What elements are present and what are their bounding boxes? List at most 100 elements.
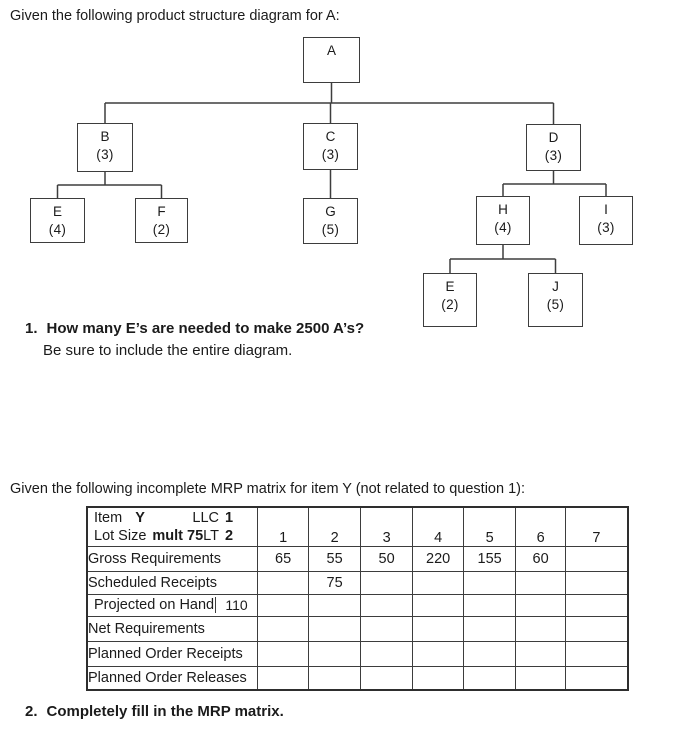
intro-product-structure: Given the following product structure di… <box>10 8 340 24</box>
node-label: J <box>552 279 559 294</box>
node-label: E <box>52 204 62 219</box>
mrp-cell-r2-p1 <box>257 570 310 595</box>
lt-value: 2 <box>225 527 234 544</box>
period-header-3: 3 <box>360 506 414 547</box>
node-quantity: (2) <box>441 297 459 312</box>
mrp-cell-r2-p4 <box>412 570 465 595</box>
mrp-cell-r6-p2 <box>308 665 362 691</box>
question-1: 1.How many E’s are needed to make 2500 A… <box>25 320 364 337</box>
period-header-1: 1 <box>257 506 310 547</box>
question-1-subtext: Be sure to include the entire diagram. <box>43 342 293 359</box>
node-label: H <box>498 202 508 217</box>
node-quantity: (2) <box>152 222 171 237</box>
question-2-number: 2. <box>25 703 38 720</box>
mrp-cell-r6-p1 <box>257 665 310 691</box>
llc-value: 1 <box>225 509 234 526</box>
intro-mrp-matrix: Given the following incomplete MRP matri… <box>10 481 525 497</box>
item-label: Item <box>94 509 123 526</box>
projected-on-hand-initial: 110 <box>215 597 257 613</box>
mrp-cell-r4-p6 <box>515 615 567 642</box>
node-quantity: (4) <box>494 220 512 235</box>
lt-label: LT <box>203 527 220 544</box>
item-value: Y <box>135 509 145 526</box>
mrp-cell-r2-p5 <box>463 570 517 595</box>
node-label: F <box>157 204 166 219</box>
mrp-cell-r6-p3 <box>360 665 414 691</box>
node-label: G <box>325 204 336 219</box>
question-2-text: Completely fill in the MRP matrix. <box>46 703 284 720</box>
mrp-cell-r2-p3 <box>360 570 414 595</box>
mrp-cell-r3-p3 <box>360 593 414 617</box>
question-2: 2. Completely fill in the MRP matrix. <box>25 703 284 720</box>
node-quantity: (4) <box>48 222 67 237</box>
mrp-cell-r6-p7 <box>565 665 629 691</box>
period-header-2: 2 <box>308 506 362 547</box>
lt-group: LT 2 <box>203 527 233 545</box>
mrp-cell-r5-p7 <box>565 640 629 667</box>
period-header-5: 5 <box>463 506 517 547</box>
node-label: B <box>100 129 110 144</box>
llc-label: LLC <box>192 509 220 526</box>
mrp-cell-r5-p1 <box>257 640 310 667</box>
mrp-cell-r1-p6: 60 <box>515 545 567 572</box>
mrp-cell-r3-p2 <box>308 593 362 617</box>
mrp-cell-r4-p4 <box>412 615 465 642</box>
node-quantity: (5) <box>546 297 565 312</box>
mrp-cell-r3-p5 <box>463 593 517 617</box>
mrp-cell-r3-p1 <box>257 593 310 617</box>
node-quantity: (3) <box>96 147 114 162</box>
mrp-cell-r2-p7 <box>565 570 629 595</box>
tree-connectors <box>56 83 607 273</box>
node-label: C <box>325 129 336 144</box>
mrp-cell-r5-p6 <box>515 640 567 667</box>
mrp-row-planned-order-releases: Planned Order Releases <box>86 665 629 691</box>
mrp-cell-r2-p6 <box>515 570 567 595</box>
question-1-number: 1. <box>25 320 38 337</box>
mrp-cell-r3-p6 <box>515 593 567 617</box>
row-label-cell: Net Requirements <box>86 615 259 642</box>
mrp-cell-r4-p2 <box>308 615 362 642</box>
mrp-cell-r4-p7 <box>565 615 629 642</box>
mrp-cell-r1-p4: 220 <box>412 545 465 572</box>
mrp-cell-r1-p3: 50 <box>360 545 414 572</box>
lot-size-label: Lot Size <box>94 527 147 544</box>
row-label: Projected on Hand <box>94 597 215 613</box>
node-label: D <box>548 130 559 145</box>
lot-size-value: mult 75 <box>152 527 204 544</box>
mrp-cell-r1-p2: 55 <box>308 545 362 572</box>
tree-node-F: F (2) <box>135 198 188 243</box>
mrp-cell-r5-p5 <box>463 640 517 667</box>
node-quantity: (3) <box>597 220 615 235</box>
period-header-6: 6 <box>515 506 567 547</box>
node-quantity: (3) <box>544 148 563 163</box>
tree-node-J: J (5) <box>528 273 583 327</box>
mrp-cell-r1-p5: 155 <box>463 545 517 572</box>
tree-node-B: B (3) <box>77 123 133 172</box>
row-label-cell: Gross Requirements <box>86 545 259 572</box>
row-label-cell: Scheduled Receipts <box>86 570 259 595</box>
mrp-cell-r3-p7 <box>565 593 629 617</box>
tree-node-A: A <box>303 37 360 83</box>
mrp-cell-r1-p1: 65 <box>257 545 310 572</box>
period-header-7: 7 <box>565 506 629 547</box>
node-quantity: (5) <box>321 222 340 237</box>
mrp-cell-r4-p3 <box>360 615 414 642</box>
mrp-cell-r1-p7 <box>565 545 629 572</box>
period-header-4: 4 <box>412 506 465 547</box>
mrp-cell-r6-p4 <box>412 665 465 691</box>
tree-node-G: G (5) <box>303 198 358 244</box>
mrp-cell-r4-p1 <box>257 615 310 642</box>
tree-node-I: I(3) <box>579 196 633 245</box>
mrp-row-net-requirements: Net Requirements <box>86 615 629 642</box>
mrp-cell-r5-p4 <box>412 640 465 667</box>
row-label-cell: Planned Order Releases <box>86 665 259 691</box>
llc-group: LLC 1 <box>192 509 233 527</box>
